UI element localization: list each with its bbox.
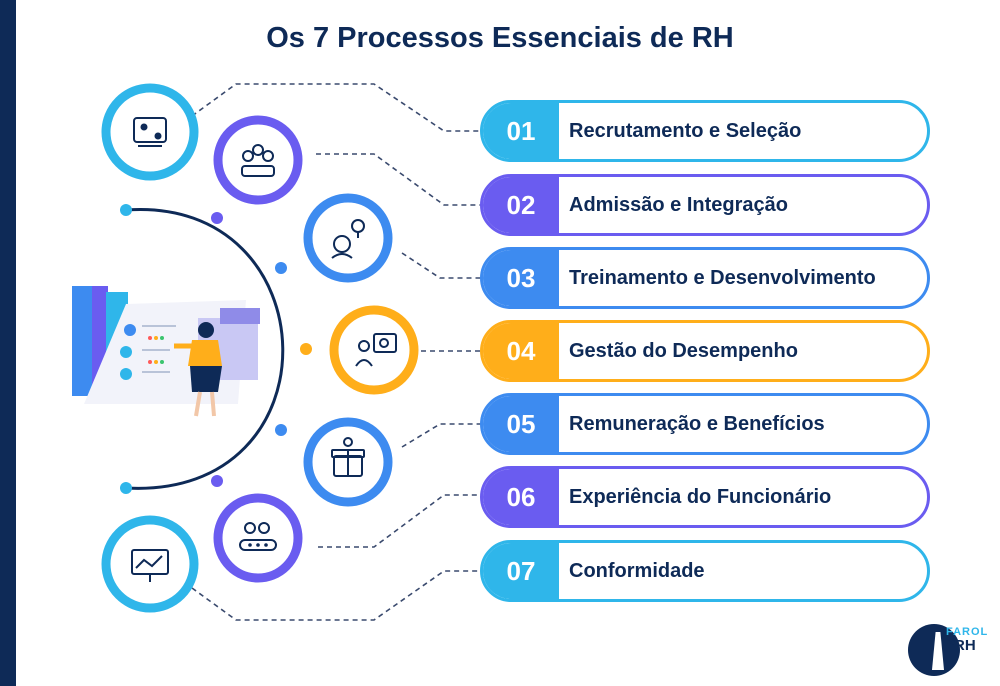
lighthouse-icon <box>932 632 944 670</box>
hr-presentation-illustration <box>72 286 260 417</box>
arc-dot <box>275 262 287 274</box>
step-number: 06 <box>483 469 559 525</box>
arc-full <box>125 208 285 490</box>
left-accent-bar <box>0 0 16 686</box>
farol-do-rh-logo: FAROL DO RH <box>908 620 990 678</box>
step-label: Treinamento e Desenvolvimento <box>569 266 876 289</box>
arc-dot <box>120 204 132 216</box>
arc-dot <box>300 343 312 355</box>
connector-03 <box>401 252 484 279</box>
logo-text-rh: RH <box>954 637 976 654</box>
connector-01 <box>191 83 484 132</box>
step-label: Recrutamento e Seleção <box>569 119 802 142</box>
step-number: 07 <box>483 543 559 599</box>
step-label: Experiência do Funcionário <box>569 485 832 508</box>
logo-text-farol: FAROL <box>946 626 989 638</box>
arc-dot <box>275 424 287 436</box>
step-number: 03 <box>483 250 559 306</box>
step-06-experience: 06 Experiência do Funcionário <box>480 466 930 528</box>
step-02-admission: 02 Admissão e Integração <box>480 174 930 236</box>
performance-presentation-icon <box>329 305 419 395</box>
connector-lines <box>191 83 484 621</box>
benefits-gift-icon <box>303 417 393 507</box>
training-idea-icon <box>303 193 393 283</box>
step-label: Admissão e Integração <box>569 193 788 216</box>
logo-text-do: DO <box>946 640 957 647</box>
step-05-compensation: 05 Remuneração e Benefícios <box>480 393 930 455</box>
step-number: 04 <box>483 323 559 379</box>
step-label: Gestão do Desempenho <box>569 339 798 362</box>
connector-05 <box>401 423 484 448</box>
step-number: 01 <box>483 103 559 159</box>
arc-dot <box>211 475 223 487</box>
step-number: 02 <box>483 177 559 233</box>
step-01-recruitment: 01 Recrutamento e Seleção <box>480 100 930 162</box>
step-03-training: 03 Treinamento e Desenvolvimento <box>480 247 930 309</box>
connector-06 <box>318 494 484 548</box>
arc-dots <box>120 204 312 494</box>
step-label: Remuneração e Benefícios <box>569 412 825 435</box>
connector-07 <box>191 570 484 621</box>
arc-dot <box>120 482 132 494</box>
arc-dot <box>211 212 223 224</box>
employee-experience-icon <box>213 493 303 583</box>
connector-02 <box>316 153 484 206</box>
step-07-compliance: 07 Conformidade <box>480 540 930 602</box>
page-title: Os 7 Processos Essenciais de RH <box>266 22 734 54</box>
step-label: Conformidade <box>569 559 705 582</box>
compliance-board-icon <box>101 515 199 613</box>
recruitment-icon <box>101 83 199 181</box>
onboarding-team-icon <box>213 115 303 205</box>
step-04-performance: 04 Gestão do Desempenho <box>480 320 930 382</box>
step-number: 05 <box>483 396 559 452</box>
